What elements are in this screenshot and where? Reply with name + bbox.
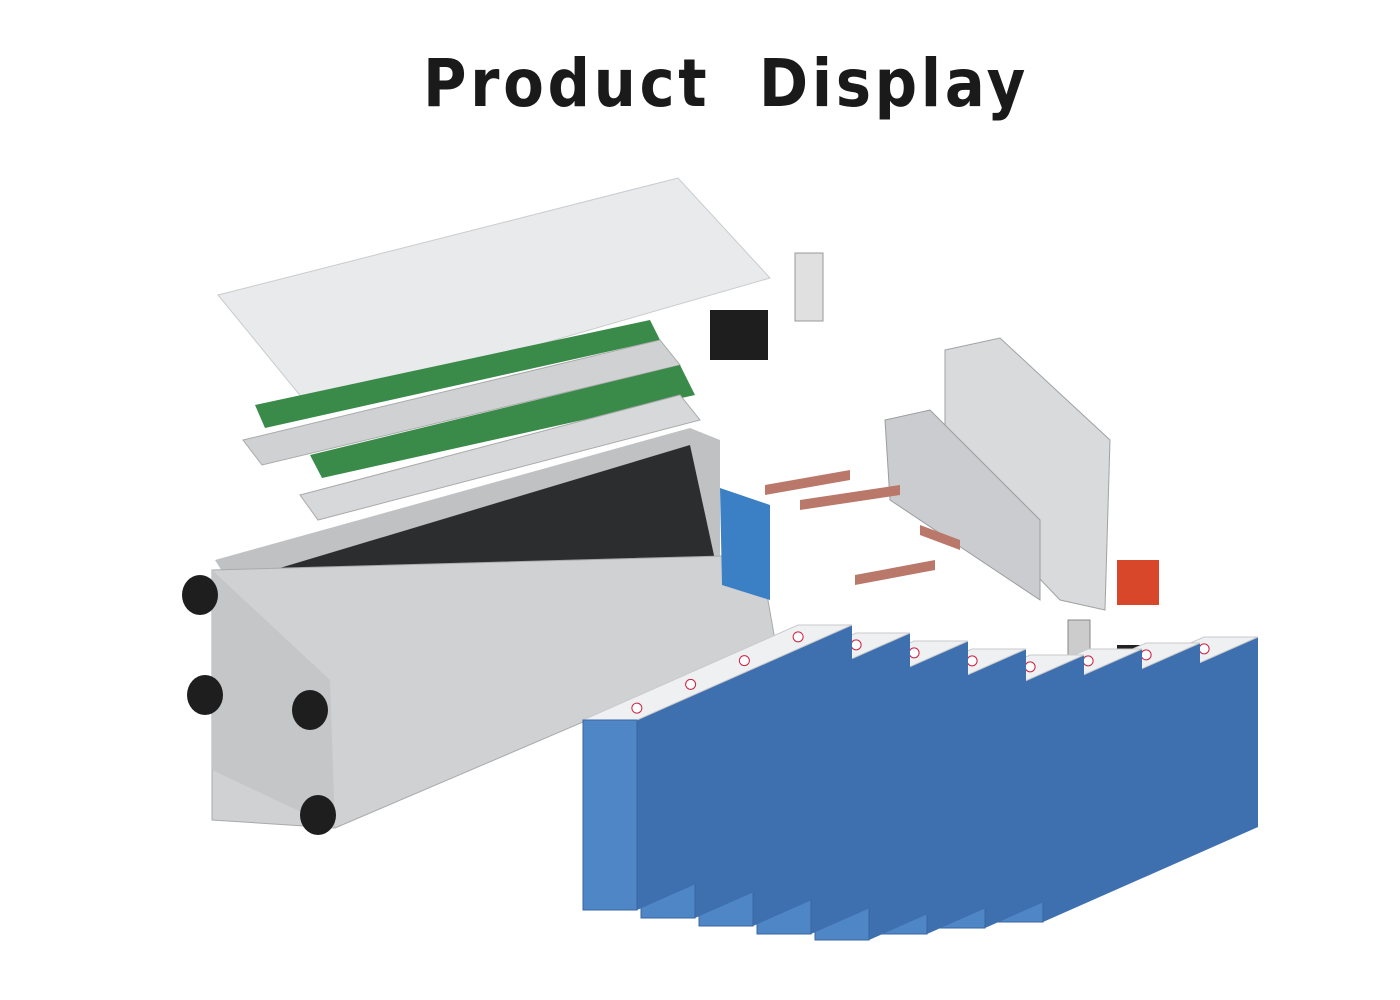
top-cover-plate <box>217 177 771 411</box>
wheel-icon <box>182 575 218 615</box>
busbar-strip <box>255 320 660 428</box>
copper-busbar <box>765 470 850 495</box>
wheel-icon <box>187 675 223 715</box>
enclosure-side <box>212 570 335 828</box>
cell-terminal <box>908 647 920 659</box>
copper-busbar <box>855 560 935 585</box>
cell-terminal <box>685 678 697 690</box>
cell-terminal <box>792 631 804 643</box>
cell-terminal <box>1198 643 1210 655</box>
cell-terminal <box>1024 661 1036 673</box>
copper-busbar <box>800 485 900 510</box>
cell-terminal <box>631 702 643 714</box>
cell-terminal <box>738 655 750 667</box>
enclosure-front <box>211 554 776 829</box>
bms-board <box>720 488 770 600</box>
page-title: Product Display <box>423 45 1029 122</box>
switch-plate <box>794 252 824 322</box>
busbar-strip <box>299 394 701 521</box>
breaker-icon <box>710 310 768 360</box>
cell-terminal <box>1082 655 1094 667</box>
red-connector <box>1117 560 1159 605</box>
cell-terminal <box>966 655 978 667</box>
wheel-icon <box>292 690 328 730</box>
cell-terminal <box>850 639 862 651</box>
copper-busbar <box>920 525 960 550</box>
cell-terminal <box>1140 649 1152 661</box>
wheel-icon <box>300 795 336 835</box>
cell-front <box>582 719 638 911</box>
pcb-strip <box>310 365 695 478</box>
